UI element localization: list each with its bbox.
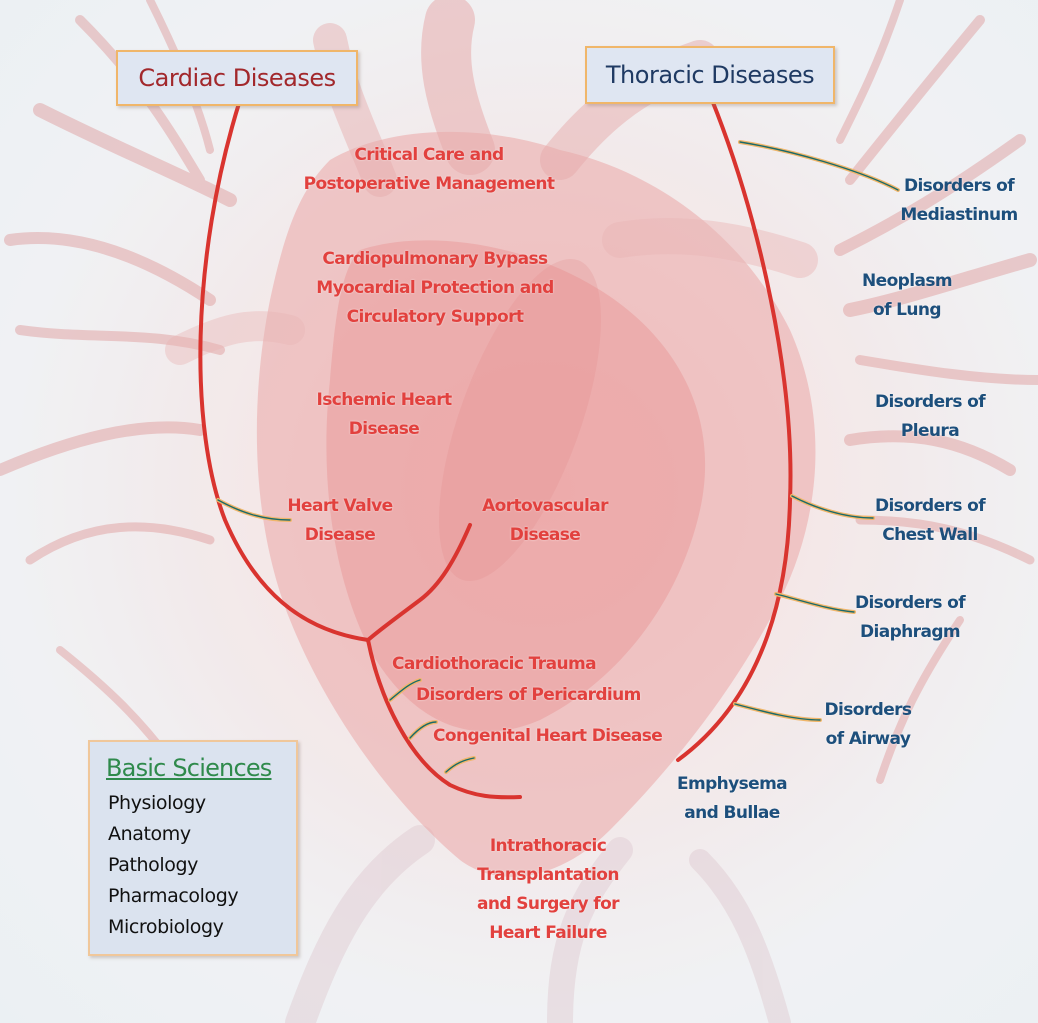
transplant-line3: and Surgery for	[458, 890, 638, 919]
mediastinum-line2: Mediastinum	[886, 201, 1032, 230]
mediastinum-label: Disorders of Mediastinum	[886, 172, 1032, 230]
basic-sciences-item: Pharmacology	[108, 881, 238, 912]
congenital-label: Congenital Heart Disease	[433, 722, 683, 751]
basic-sciences-box: Basic Sciences Physiology Anatomy Pathol…	[88, 740, 298, 956]
bypass-line3: Circulatory Support	[285, 303, 585, 332]
valve-line2: Disease	[270, 521, 410, 550]
transplant-line2: Transplantation	[458, 861, 638, 890]
valve-label: Heart Valve Disease	[270, 492, 410, 550]
transplant-line1: Intrathoracic	[458, 832, 638, 861]
aortovascular-line1: Aortovascular	[465, 492, 625, 521]
critical-care-line2: Postoperative Management	[259, 170, 599, 199]
cardiac-diseases-title: Cardiac Diseases	[138, 64, 335, 92]
valve-line1: Heart Valve	[270, 492, 410, 521]
critical-care-label: Critical Care and Postoperative Manageme…	[259, 141, 599, 199]
basic-sciences-item: Physiology	[108, 788, 238, 819]
ischemic-line2: Disease	[294, 415, 474, 444]
transplant-line4: Heart Failure	[458, 919, 638, 948]
basic-sciences-item: Anatomy	[108, 819, 238, 850]
pleura-line1: Disorders of	[860, 388, 1000, 417]
mediastinum-line1: Disorders of	[886, 172, 1032, 201]
airway-label: Disorders of Airway	[808, 696, 928, 754]
cardiac-diseases-header: Cardiac Diseases	[116, 50, 358, 106]
basic-sciences-item: Microbiology	[108, 912, 238, 943]
thoracic-bracket	[678, 100, 790, 760]
aortovascular-label: Aortovascular Disease	[465, 492, 625, 550]
basic-sciences-item: Pathology	[108, 850, 238, 881]
diaphragm-label: Disorders of Diaphragm	[840, 589, 980, 647]
airway-line1: Disorders	[808, 696, 928, 725]
lung-label: Neoplasm of Lung	[843, 267, 971, 325]
chest-wall-label: Disorders of Chest Wall	[860, 492, 1000, 550]
trauma-label: Cardiothoracic Trauma	[392, 650, 622, 679]
bypass-line2: Myocardial Protection and	[285, 274, 585, 303]
transplant-label: Intrathoracic Transplantation and Surger…	[458, 832, 638, 948]
emphysema-line2: and Bullae	[670, 799, 794, 828]
bypass-line1: Cardiopulmonary Bypass	[285, 245, 585, 274]
emphysema-line1: Emphysema	[670, 770, 794, 799]
critical-care-line1: Critical Care and	[259, 141, 599, 170]
pleura-line2: Pleura	[860, 417, 1000, 446]
thoracic-diseases-header: Thoracic Diseases	[585, 46, 835, 104]
pleura-label: Disorders of Pleura	[860, 388, 1000, 446]
diaphragm-line1: Disorders of	[840, 589, 980, 618]
ischemic-label: Ischemic Heart Disease	[294, 386, 474, 444]
basic-sciences-title: Basic Sciences	[106, 754, 272, 782]
diaphragm-line2: Diaphragm	[840, 618, 980, 647]
airway-line2: of Airway	[808, 725, 928, 754]
ischemic-line1: Ischemic Heart	[294, 386, 474, 415]
aortovascular-line2: Disease	[465, 521, 625, 550]
chest-wall-line2: Chest Wall	[860, 521, 1000, 550]
basic-sciences-list: Physiology Anatomy Pathology Pharmacolog…	[108, 788, 238, 943]
emphysema-label: Emphysema and Bullae	[670, 770, 794, 828]
thoracic-diseases-title: Thoracic Diseases	[606, 61, 814, 89]
bypass-label: Cardiopulmonary Bypass Myocardial Protec…	[285, 245, 585, 332]
lung-line2: of Lung	[843, 296, 971, 325]
chest-wall-line1: Disorders of	[860, 492, 1000, 521]
lung-line1: Neoplasm	[843, 267, 971, 296]
pericardium-label: Disorders of Pericardium	[416, 681, 666, 710]
